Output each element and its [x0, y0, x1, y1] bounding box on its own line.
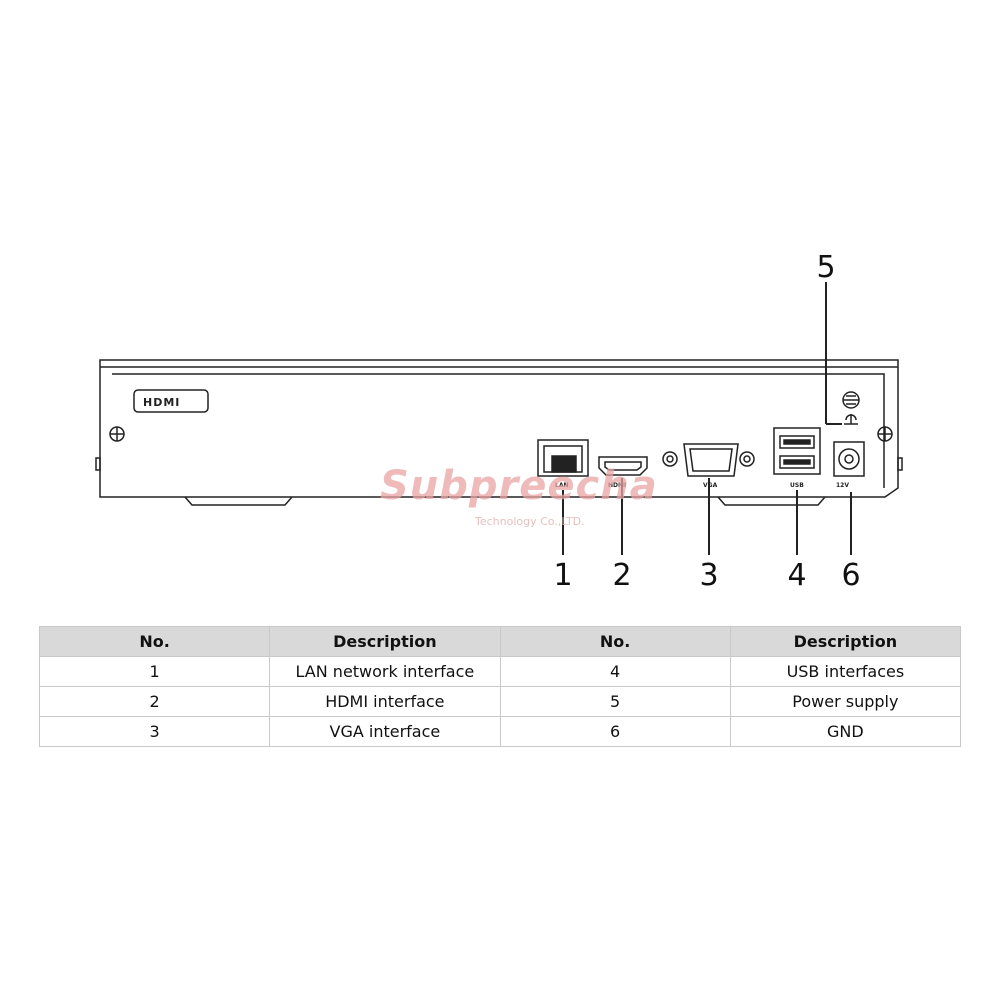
- interface-table: No. Description No. Description 1 LAN ne…: [38, 626, 962, 747]
- power-label: 12V: [836, 482, 849, 489]
- lan-label: LAN: [555, 482, 569, 489]
- device-rear-panel-diagram: HDMI LAN HDMI VGA USB 12V 1 2 3 4 5 6: [95, 250, 903, 593]
- callout-4: 4: [787, 558, 806, 593]
- table-cell: GND: [729, 716, 962, 747]
- watermark-brand: Subpreecha: [380, 463, 658, 509]
- hdmi-logo-box: [133, 389, 209, 413]
- callout-5: 5: [816, 250, 835, 285]
- table-row: 1 LAN network interface 4 USB interfaces: [38, 656, 962, 687]
- foot-right: [717, 496, 826, 506]
- vga-label: VGA: [703, 482, 718, 489]
- table-cell: USB interfaces: [729, 656, 962, 687]
- table-cell: HDMI interface: [269, 686, 501, 717]
- table-header-row: No. Description No. Description: [38, 626, 962, 657]
- callout-1: 1: [553, 558, 572, 593]
- hdmi-label: HDMI: [608, 482, 626, 489]
- header-description-2: Description: [729, 626, 962, 657]
- table-cell: 5: [499, 686, 731, 717]
- screw-left-icon: [109, 426, 125, 442]
- table-cell: LAN network interface: [269, 656, 501, 687]
- table-cell: 3: [38, 716, 271, 747]
- usb-ports-icon: [773, 427, 821, 475]
- table-cell: 4: [499, 656, 731, 687]
- callout-2: 2: [612, 558, 631, 593]
- callout-6: 6: [841, 558, 860, 593]
- header-no-2: No.: [499, 626, 731, 657]
- callout-3: 3: [699, 558, 718, 593]
- power-jack-icon: [833, 441, 865, 477]
- chassis-outline: [99, 359, 899, 498]
- leader-lines: [562, 282, 852, 555]
- table-cell: 2: [38, 686, 271, 717]
- gnd-screw-icon: [842, 391, 860, 409]
- table-row: 3 VGA interface 6 GND: [38, 716, 962, 747]
- hdmi-port-icon: [598, 456, 648, 476]
- table-row: 2 HDMI interface 5 Power supply: [38, 686, 962, 717]
- table-cell: VGA interface: [269, 716, 501, 747]
- ground-symbol-icon: [844, 414, 858, 425]
- header-description-1: Description: [269, 626, 501, 657]
- lan-port-icon: [537, 439, 589, 477]
- screw-right-icon: [877, 426, 893, 442]
- foot-left: [184, 496, 293, 506]
- table-cell: Power supply: [729, 686, 962, 717]
- header-no-1: No.: [38, 626, 271, 657]
- usb-label: USB: [790, 482, 804, 489]
- hdmi-logo-text: HDMI: [143, 396, 180, 409]
- vga-port-icon: [662, 443, 755, 477]
- watermark-subtitle: Technology Co.,LTD.: [475, 515, 585, 528]
- table-cell: 1: [38, 656, 271, 687]
- chassis-inner-line: [112, 373, 885, 488]
- table-cell: 6: [499, 716, 731, 747]
